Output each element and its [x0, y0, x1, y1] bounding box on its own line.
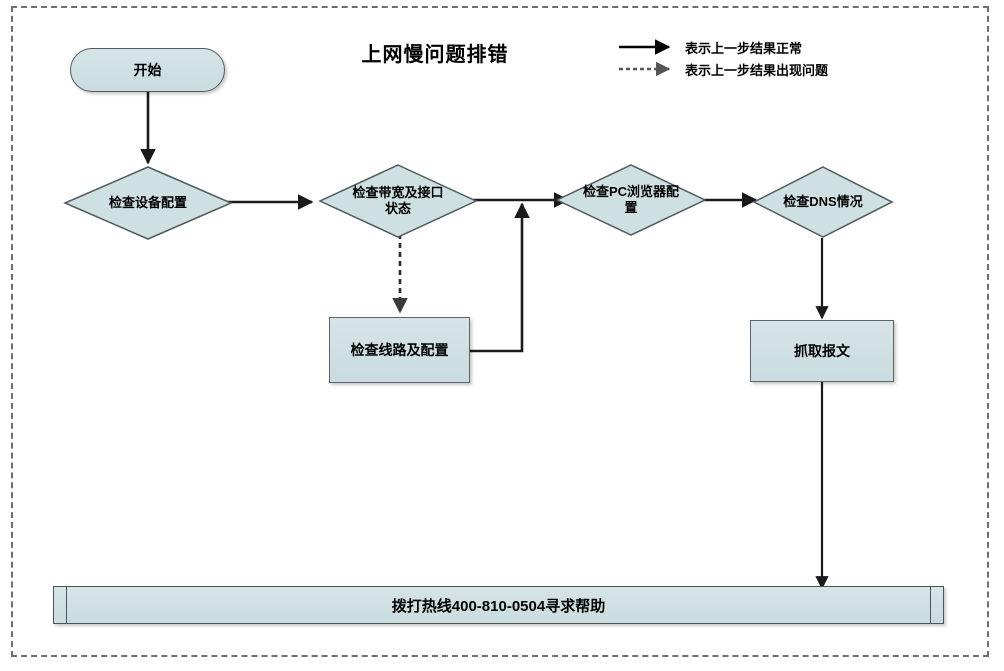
diagram-title: 上网慢问题排错 — [361, 44, 509, 66]
node-hotline-label: 拨打热线400-810-0504寻求帮助 — [391, 597, 606, 615]
node-start-label: 开始 — [133, 62, 162, 78]
dotted-arrow-icon — [617, 60, 679, 78]
legend-label-problem: 表示上一步结果出现问题 — [685, 62, 829, 78]
solid-arrow-icon — [617, 38, 679, 56]
legend: 表示上一步结果正常 表示上一步结果出现问题 — [617, 36, 887, 80]
node-check-dns-label: 检查DNS情况 — [783, 194, 863, 209]
banner-right-tab-line — [930, 587, 931, 623]
node-capture-packets-label: 抓取报文 — [794, 343, 850, 359]
node-check-device-config[interactable]: 检查设备配置 — [63, 165, 233, 241]
node-check-dns[interactable]: 检查DNS情况 — [752, 165, 894, 239]
node-check-line-config-label: 检查线路及配置 — [350, 342, 449, 358]
legend-row-problem: 表示上一步结果出现问题 — [617, 58, 887, 80]
node-capture-packets[interactable]: 抓取报文 — [750, 320, 894, 382]
legend-row-normal: 表示上一步结果正常 — [617, 36, 887, 58]
node-start[interactable]: 开始 — [70, 48, 225, 92]
node-check-line-config[interactable]: 检查线路及配置 — [329, 317, 470, 383]
node-check-bandwidth-interface-label: 检查带宽及接口 状态 — [352, 185, 444, 216]
banner-left-tab-line — [66, 587, 67, 623]
node-check-bandwidth-interface[interactable]: 检查带宽及接口 状态 — [318, 163, 478, 239]
node-check-pc-browser-config[interactable]: 检查PC浏览器配 置 — [555, 163, 707, 237]
node-check-pc-browser-config-label: 检查PC浏览器配 置 — [582, 184, 680, 215]
legend-label-normal: 表示上一步结果正常 — [685, 40, 803, 56]
node-check-device-config-label: 检查设备配置 — [108, 195, 187, 210]
node-hotline-banner[interactable]: 拨打热线400-810-0504寻求帮助 — [53, 586, 944, 624]
diagram-outer-frame — [11, 6, 989, 657]
